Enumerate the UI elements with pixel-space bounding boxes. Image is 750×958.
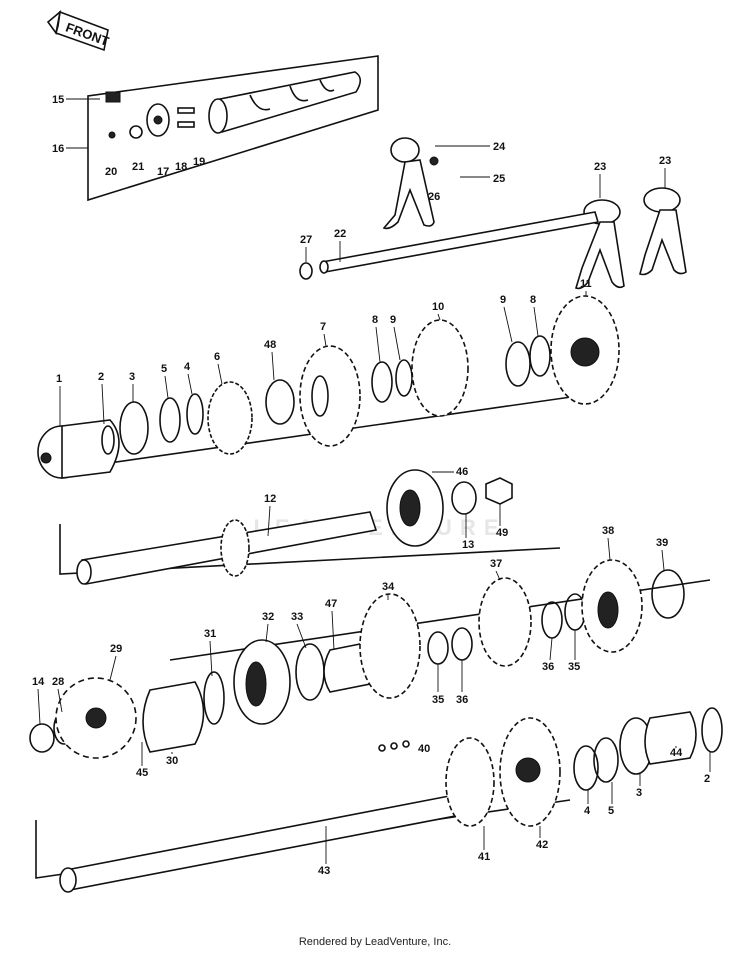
callout-2b: 2	[704, 773, 710, 785]
callout-4: 4	[184, 361, 191, 373]
callout-30: 30	[166, 755, 178, 767]
callout-44: 44	[670, 747, 683, 759]
callout-22: 22	[334, 228, 346, 240]
shift-fork-23b	[639, 187, 687, 276]
callout-46: 46	[456, 466, 468, 478]
callout-6: 6	[214, 351, 220, 363]
callout-11: 11	[580, 278, 592, 290]
callout-38: 38	[602, 525, 614, 537]
callout-28: 28	[52, 676, 64, 688]
callout-8a: 8	[372, 314, 378, 326]
callout-10: 10	[432, 301, 444, 313]
callout-37: 37	[490, 558, 502, 570]
callout-8b: 8	[530, 294, 536, 306]
callout-26: 26	[428, 191, 440, 203]
callout-labels: 15 16 17 18 19 20 21 24 25 26 23 23 27 2…	[32, 94, 711, 877]
callout-39: 39	[656, 537, 668, 549]
callout-3b: 3	[636, 787, 642, 799]
callout-15: 15	[52, 94, 64, 106]
callout-33: 33	[291, 611, 303, 623]
callout-23a: 23	[594, 161, 606, 173]
callout-36a: 36	[456, 694, 468, 706]
callout-29: 29	[110, 643, 122, 655]
callout-49: 49	[496, 527, 508, 539]
callout-9b: 9	[500, 294, 506, 306]
front-arrow-badge: FRONT	[46, 9, 111, 52]
callout-35b: 35	[568, 661, 580, 673]
callout-47: 47	[325, 598, 337, 610]
shift-rod-22	[299, 211, 600, 280]
callout-41: 41	[478, 851, 490, 863]
callout-9a: 9	[390, 314, 396, 326]
callout-21: 21	[132, 161, 144, 173]
callout-34: 34	[382, 581, 395, 593]
callout-31: 31	[204, 628, 216, 640]
callout-19: 19	[193, 156, 205, 168]
callout-4b: 4	[584, 805, 591, 817]
callout-1: 1	[56, 373, 62, 385]
callout-16: 16	[52, 143, 64, 155]
callout-48: 48	[264, 339, 276, 351]
shift-fork-23a	[575, 199, 625, 290]
shift-drum-group	[87, 55, 379, 202]
callout-14: 14	[32, 676, 45, 688]
callout-42: 42	[536, 839, 548, 851]
callout-7: 7	[320, 321, 326, 333]
callout-25: 25	[493, 173, 505, 185]
callout-12: 12	[264, 493, 276, 505]
callout-20: 20	[105, 166, 117, 178]
footer-credit: Rendered by LeadVenture, Inc.	[298, 936, 452, 948]
output-shaft-group	[35, 707, 723, 893]
callout-2: 2	[98, 371, 104, 383]
callout-13: 13	[462, 539, 474, 551]
callout-23b: 23	[659, 155, 671, 167]
callout-32: 32	[262, 611, 274, 623]
gear-row-upper	[37, 295, 620, 479]
callout-17: 17	[157, 166, 169, 178]
callout-40: 40	[418, 743, 430, 755]
callout-3: 3	[129, 371, 135, 383]
gear-row-lower	[29, 559, 711, 759]
callout-24: 24	[493, 141, 506, 153]
shift-fork-24	[382, 137, 439, 230]
callout-36b: 36	[542, 661, 554, 673]
callout-5: 5	[161, 363, 167, 375]
callout-45: 45	[136, 767, 148, 779]
callout-43: 43	[318, 865, 330, 877]
input-shaft-group	[59, 469, 561, 585]
callout-18: 18	[175, 161, 187, 173]
callout-27: 27	[300, 234, 312, 246]
callout-35a: 35	[432, 694, 444, 706]
callout-5b: 5	[608, 805, 614, 817]
